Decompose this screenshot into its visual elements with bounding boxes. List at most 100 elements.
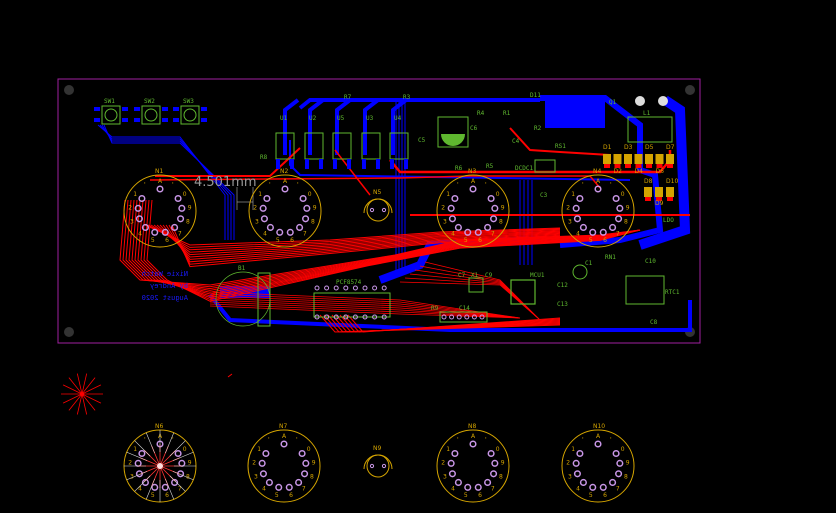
diode-pad (604, 164, 610, 168)
switch-pad (162, 107, 168, 111)
top-trace (509, 127, 611, 156)
tube-pin (454, 478, 462, 487)
tube-pin (295, 478, 303, 487)
top-trace (128, 199, 641, 291)
diode-pad (634, 154, 643, 164)
pin-label: 3 (255, 219, 259, 226)
pin (343, 314, 349, 320)
pin-label: ' (582, 436, 584, 443)
top-trace (155, 147, 301, 177)
pin (362, 314, 368, 320)
ratsnest-fragment (227, 373, 233, 378)
keepout-line (134, 440, 151, 457)
pin-label: 1 (257, 446, 261, 453)
tube-outline (561, 429, 635, 503)
tube-label: N5 (373, 189, 381, 196)
tube-outline (363, 198, 393, 214)
diode-pad (655, 187, 663, 197)
switch-3[interactable]: SW3 (173, 98, 207, 125)
pin-label: 5 (275, 492, 279, 499)
pin-label: 8 (311, 219, 315, 226)
pin-label: 4 (451, 485, 455, 492)
diode-label: D1 (603, 144, 612, 151)
switch-1[interactable]: SW1 (94, 98, 128, 125)
tube-outline (248, 174, 322, 248)
tube-outline (247, 429, 321, 503)
label-r7: R7 (344, 94, 352, 101)
pin-label: ' (268, 436, 270, 443)
ic-pad (390, 159, 394, 169)
tube-pin (275, 483, 283, 491)
tube-pin (447, 204, 455, 212)
tube-pin (171, 223, 179, 232)
diode-pad (613, 154, 622, 164)
label-c3: C3 (540, 192, 548, 199)
pin (381, 285, 387, 291)
pin-label: ' (582, 181, 584, 188)
header-prog (439, 311, 488, 323)
ratsnest-starburst (61, 373, 103, 415)
label-expander: PCF8574 (336, 279, 362, 286)
diode-pad (644, 187, 652, 197)
tube-pin (491, 459, 499, 467)
diode-pad (656, 164, 663, 168)
tube-pin (448, 215, 456, 223)
ic-label: U2 (309, 115, 317, 122)
ratsnest-line (76, 373, 83, 395)
label-rn1: RN1 (605, 254, 616, 261)
pin (314, 285, 320, 291)
diode-pad (666, 187, 674, 197)
pin-label: 3 (443, 219, 447, 226)
top-trace (209, 293, 521, 319)
top-trace (134, 199, 641, 295)
switch-2[interactable]: SW2 (134, 98, 168, 125)
via-power (658, 96, 668, 106)
pin-label: 5 (276, 237, 280, 244)
keepout-line (169, 475, 186, 492)
board-text: Nixie Watch by Andrey August 2020 (142, 270, 188, 302)
tube-pin (616, 459, 624, 467)
pin-label: 6 (478, 492, 482, 499)
tube-outline (436, 429, 510, 503)
keepout-line (145, 478, 155, 500)
cap-c6-polarity (441, 134, 465, 146)
measurement-annotation: 4.501mm (194, 175, 257, 210)
pin-label: 3 (568, 219, 572, 226)
pin-label: 7 (491, 230, 495, 237)
top-trace (122, 199, 641, 288)
ic-label: U5 (337, 115, 345, 122)
pin (362, 285, 368, 291)
ic-pad (276, 159, 280, 169)
board-text-title: Nixie Watch (142, 270, 188, 278)
mounting-hole (64, 327, 74, 337)
ic-rtc1 (625, 275, 665, 305)
tube-pin (589, 228, 597, 236)
battery-b1-clip (257, 272, 271, 327)
bottom-trace (308, 98, 325, 155)
pin-label: 8 (624, 474, 628, 481)
pin-label: 0 (183, 191, 187, 198)
tube-label: N4 (593, 168, 601, 175)
top-trace (146, 199, 641, 302)
pin-label: 7 (303, 230, 307, 237)
tube-pin (280, 440, 288, 448)
diode-pad (646, 164, 652, 168)
tube-pin (161, 228, 169, 236)
tube-pin (369, 207, 375, 213)
tube-pin (151, 228, 159, 236)
pin-label: 3 (254, 474, 258, 481)
components: C6 C5 R7 R8 R3 R4 R1 R2 R5 R6 RS1 C4 C3 … (215, 92, 680, 327)
switch-knob-icon (183, 108, 197, 122)
pin-label: 1 (446, 446, 450, 453)
tube-pin (151, 483, 159, 491)
tube-pin (451, 194, 459, 203)
pin-label: ' (457, 181, 459, 188)
top-trace (171, 224, 561, 268)
tube-pin (474, 228, 482, 236)
top-trace (323, 314, 561, 333)
tube-outline (363, 454, 393, 470)
tube-pin (135, 215, 143, 223)
tube-pin (469, 185, 477, 193)
